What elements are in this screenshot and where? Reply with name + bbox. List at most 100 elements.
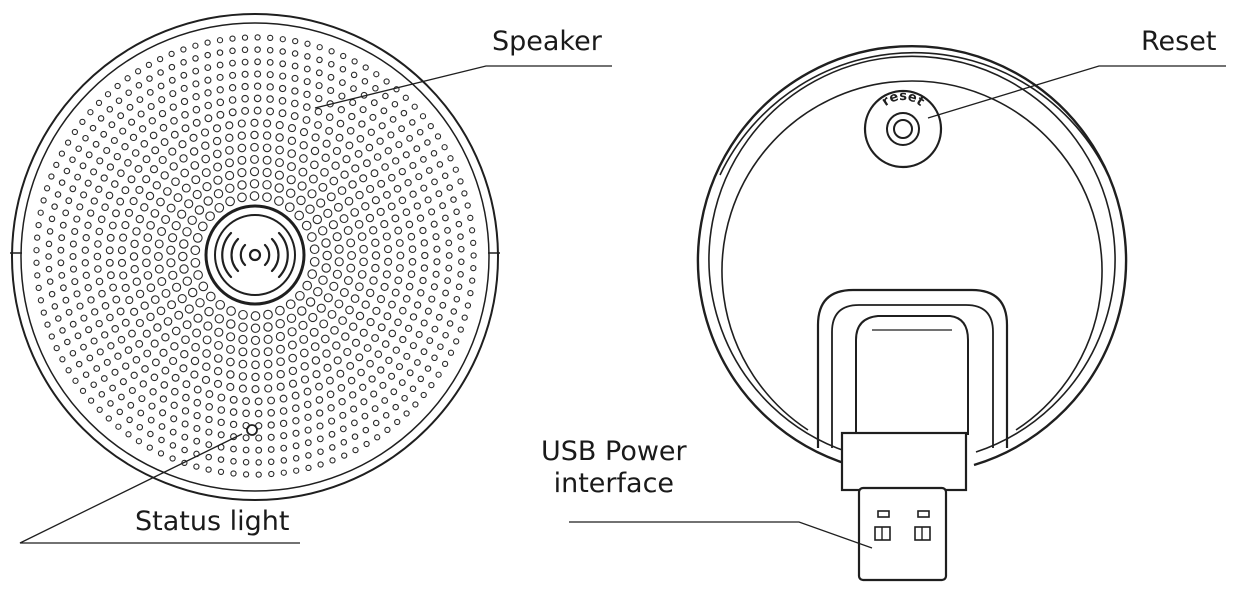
speaker-hole <box>117 246 126 255</box>
speaker-hole <box>45 240 53 248</box>
speaker-hole <box>158 155 167 165</box>
speaker-hole <box>352 446 359 454</box>
speaker-hole <box>337 186 347 195</box>
speaker-hole <box>291 391 300 400</box>
speaker-hole <box>117 335 126 344</box>
speaker-hole <box>378 122 386 130</box>
speaker-hole <box>101 331 109 339</box>
speaker-hole <box>359 174 368 183</box>
speaker-hole <box>142 245 151 255</box>
speaker-hole <box>275 145 284 155</box>
speaker-hole <box>205 211 215 222</box>
speaker-hole <box>146 75 153 82</box>
speaker-hole <box>470 239 477 247</box>
speaker-hole <box>345 305 354 315</box>
speaker-hole <box>431 325 439 333</box>
speaker-hole <box>100 174 108 182</box>
speaker-hole <box>299 154 308 163</box>
speaker-hole <box>214 340 223 350</box>
speaker-hole <box>263 347 273 357</box>
speaker-hole <box>351 433 359 440</box>
speaker-hole <box>303 400 312 409</box>
speaker-hole <box>339 79 346 86</box>
speaker-hole <box>275 133 284 142</box>
speaker-hole <box>266 83 274 91</box>
speaker-hole <box>430 283 438 291</box>
speaker-hole <box>382 270 391 279</box>
speaker-hole <box>409 342 417 350</box>
speaker-hole <box>310 160 319 170</box>
speaker-hole <box>317 226 328 236</box>
speaker-hole <box>326 192 336 202</box>
speaker-hole <box>119 233 128 242</box>
speaker-hole <box>467 214 474 222</box>
speaker-hole <box>90 168 98 176</box>
speaker-hole <box>138 125 147 133</box>
speaker-hole <box>370 99 378 107</box>
speaker-hole <box>119 271 128 280</box>
speaker-hole <box>150 373 159 382</box>
speaker-hole <box>346 361 355 370</box>
speaker-hole <box>380 220 389 229</box>
speaker-hole <box>121 186 130 195</box>
speaker-hole <box>111 180 119 188</box>
speaker-hole <box>339 425 347 433</box>
speaker-hole <box>147 102 155 111</box>
speaker-hole <box>149 388 157 396</box>
speaker-hole <box>190 245 201 256</box>
speaker-hole <box>263 119 272 128</box>
speaker-hole <box>153 323 162 332</box>
speaker-hole <box>398 125 405 133</box>
speaker-hole <box>318 182 328 192</box>
speaker-hole <box>373 71 380 78</box>
speaker-hole <box>180 71 188 79</box>
speaker-hole <box>225 133 234 142</box>
speaker-hole <box>108 221 117 230</box>
speaker-hole <box>205 428 213 436</box>
center-button <box>214 214 296 296</box>
speaker-hole <box>170 130 179 139</box>
speaker-hole <box>178 140 187 149</box>
speaker-hole <box>381 340 390 348</box>
speaker-hole <box>201 168 211 178</box>
speaker-hole <box>424 307 432 315</box>
speaker-hole <box>97 215 106 224</box>
speaker-hole <box>312 214 323 225</box>
speaker-hole <box>81 259 89 267</box>
speaker-hole <box>237 155 247 165</box>
speaker-hole <box>275 158 284 168</box>
speaker-hole <box>280 432 288 440</box>
speaker-hole <box>280 469 287 476</box>
speaker-hole <box>461 314 468 321</box>
speaker-hole <box>341 332 350 341</box>
speaker-hole <box>254 58 261 66</box>
speaker-hole <box>409 119 416 126</box>
speaker-hole <box>250 335 261 345</box>
speaker-hole <box>292 37 299 45</box>
speaker-hole <box>108 121 116 129</box>
speaker-hole <box>291 74 299 82</box>
speaker-hole <box>34 234 41 241</box>
speaker-hole <box>184 199 194 209</box>
speaker-hole <box>288 366 298 376</box>
speaker-hole <box>69 349 77 357</box>
speaker-hole <box>288 353 298 363</box>
speaker-hole <box>343 347 352 357</box>
speaker-hole <box>394 318 402 327</box>
speaker-hole <box>169 442 177 449</box>
speaker-hole <box>217 468 225 476</box>
speaker-hole <box>431 354 438 362</box>
speaker-hole <box>87 209 95 217</box>
speaker-hole <box>35 221 42 229</box>
speaker-hole <box>334 257 344 267</box>
speaker-hole <box>307 232 317 242</box>
speaker-hole <box>80 191 88 199</box>
speaker-hole <box>417 375 425 383</box>
speaker-hole <box>121 143 129 151</box>
speaker-hole <box>339 411 347 419</box>
speaker-hole <box>346 127 355 135</box>
speaker-hole <box>316 198 326 208</box>
speaker-hole <box>441 172 449 180</box>
speaker-hole <box>253 82 262 90</box>
speaker-hole <box>455 220 463 228</box>
